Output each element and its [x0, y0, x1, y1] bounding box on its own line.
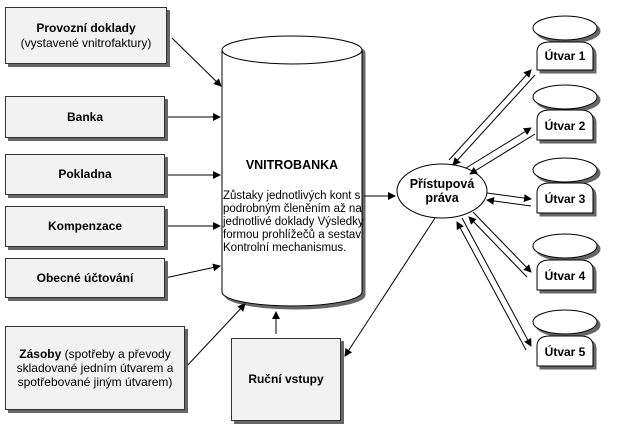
- rucni-label: Ruční vstupy: [248, 372, 324, 387]
- arrow-unit1-access: [452, 74, 536, 166]
- unit-label-1: Útvar 1: [544, 49, 586, 63]
- unit-label-2: Útvar 2: [544, 119, 586, 133]
- unit-shape-2: [532, 84, 598, 141]
- source-pokladna: Pokladna: [5, 154, 165, 195]
- arrow-access-unit5: [461, 217, 532, 347]
- kompenzace-label: Kompenzace: [47, 219, 123, 234]
- source-zasoby: Zásoby (spotřeby a převody skladované je…: [5, 326, 185, 410]
- zasoby-title: Zásoby: [19, 346, 62, 361]
- arrow-zasoby: [184, 303, 246, 369]
- vnitrobanka-description: Zůstaky jednotlivých kont s podrobným čl…: [223, 190, 364, 255]
- unit-label-4: Útvar 4: [544, 269, 586, 283]
- source-provozni-doklady: Provozní doklady (vystavené vnitrofaktur…: [5, 7, 167, 64]
- access-line1: Přístupová: [409, 177, 475, 191]
- zasoby-rest: (spotřeby a převody skladované jedním út…: [16, 346, 174, 390]
- banka-label: Banka: [66, 109, 104, 124]
- vnitrobanka-title: VNITROBANKA: [245, 158, 339, 172]
- unit-label-3: Útvar 3: [544, 192, 586, 206]
- provozni-title: Provozní doklady: [36, 21, 136, 36]
- source-obecne-uctovani: Obecné účtování: [5, 258, 165, 298]
- arrow-access-rucni: [344, 217, 436, 357]
- arrow-unit2-access: [469, 133, 536, 175]
- source-rucni-vstupy: Ruční vstupy: [231, 338, 341, 421]
- vnitrobanka-cylinder: [221, 35, 363, 307]
- obecne-label: Obecné účtování: [36, 270, 134, 285]
- provozni-subtitle: (vystavené vnitrofaktury): [20, 35, 152, 50]
- unit-shape-5: [532, 309, 598, 367]
- arrow-unit3-access: [486, 196, 532, 207]
- arrow-unit5-access: [456, 221, 527, 351]
- arrow-provozni: [171, 37, 222, 87]
- access-label: Přístupová práva: [399, 177, 485, 206]
- arrow-access-unit3: [486, 192, 532, 203]
- zasoby-text: Zásoby (spotřeby a převody skladované je…: [10, 347, 180, 389]
- unit-shape-1: [532, 15, 598, 71]
- arrow-unit4-access: [468, 216, 528, 278]
- unit-shape-4: [532, 233, 598, 291]
- source-banka: Banka: [5, 96, 165, 138]
- source-kompenzace: Kompenzace: [5, 206, 165, 247]
- unit-shape-3: [532, 157, 598, 214]
- pokladna-label: Pokladna: [58, 167, 112, 182]
- arrow-access-unit1: [448, 69, 532, 161]
- unit-label-5: Útvar 5: [544, 345, 586, 359]
- arrow-obecne: [164, 263, 221, 279]
- access-line2: práva: [425, 191, 459, 206]
- arrow-access-unit2: [465, 127, 532, 169]
- arrow-access-unit4: [472, 211, 532, 273]
- access-ellipse: [396, 163, 488, 219]
